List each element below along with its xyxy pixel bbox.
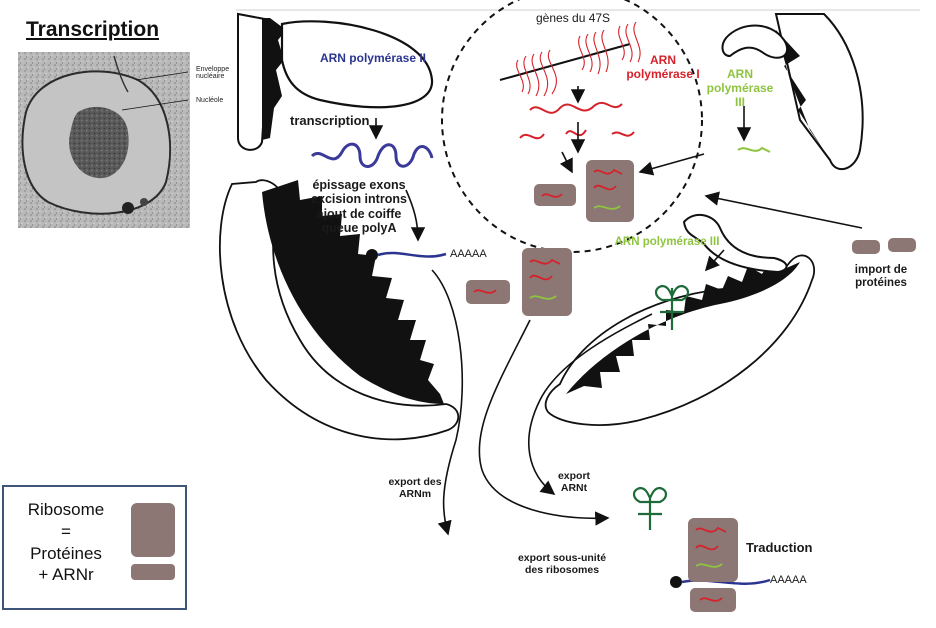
label-poly-a-2: AAAAA bbox=[770, 574, 807, 586]
processing-steps: épissage exons excision introns ajout de… bbox=[298, 178, 420, 236]
envelope-top-right bbox=[774, 13, 864, 171]
label-export-subunits: export sous-unité des ribosomes bbox=[517, 552, 607, 577]
trna-cytoplasm bbox=[632, 486, 668, 530]
processing-step: queue polyA bbox=[321, 221, 397, 236]
ribosome-legend: Ribosome = Protéines + ARNr bbox=[2, 485, 187, 610]
label-export-arnm: export des ARNm bbox=[388, 476, 442, 501]
legend-line: Ribosome bbox=[27, 500, 105, 519]
envelope-right bbox=[544, 254, 815, 426]
label-arn-pol-1: ARN polymérase I bbox=[626, 53, 700, 81]
processing-step: excision introns bbox=[311, 192, 407, 207]
label-import-proteins: import de protéines bbox=[854, 264, 908, 290]
processing-step: épissage exons bbox=[312, 178, 406, 192]
label-arn-pol-3-mid: ARN polymérase III bbox=[614, 236, 720, 248]
processing-step: ajout de coiffe bbox=[316, 206, 402, 221]
label-export-arnt: export ARNt bbox=[557, 470, 591, 495]
legend-line: Protéines bbox=[30, 543, 102, 563]
trna-nucleus bbox=[654, 284, 690, 330]
label-transcription: transcription bbox=[290, 113, 370, 128]
label-poly-a: AAAAA bbox=[450, 248, 487, 260]
ribosome-small-subunit-swatch bbox=[131, 564, 175, 580]
legend-text: Ribosome = Protéines + ARNr bbox=[10, 499, 122, 586]
micrograph-label-envelope: Enveloppe nucléaire bbox=[196, 66, 230, 81]
legend-line: + ARNr bbox=[38, 565, 94, 585]
genes-47s-dna bbox=[499, 21, 641, 97]
imported-proteins bbox=[852, 238, 916, 254]
ribosome-nucleolus bbox=[534, 160, 634, 222]
micrograph-label-nucleolus: Nucléole bbox=[196, 97, 224, 104]
ribosome-large-subunit-swatch bbox=[131, 503, 175, 557]
pre-mrna bbox=[310, 142, 434, 168]
label-arn-pol-2: ARN polymérase II bbox=[319, 51, 427, 65]
arn-pol-2-loop bbox=[280, 20, 434, 109]
legend-line: = bbox=[61, 521, 71, 541]
nucleolus-outline bbox=[441, 0, 703, 253]
page-title: Transcription bbox=[26, 18, 160, 41]
nucleus-micrograph bbox=[18, 52, 190, 228]
label-traduction: Traduction bbox=[746, 540, 813, 555]
pre-rrna bbox=[529, 101, 623, 114]
label-arn-pol-3-top: ARN polymérase III bbox=[706, 67, 774, 109]
label-genes-47s: gènes du 47S bbox=[536, 11, 611, 25]
